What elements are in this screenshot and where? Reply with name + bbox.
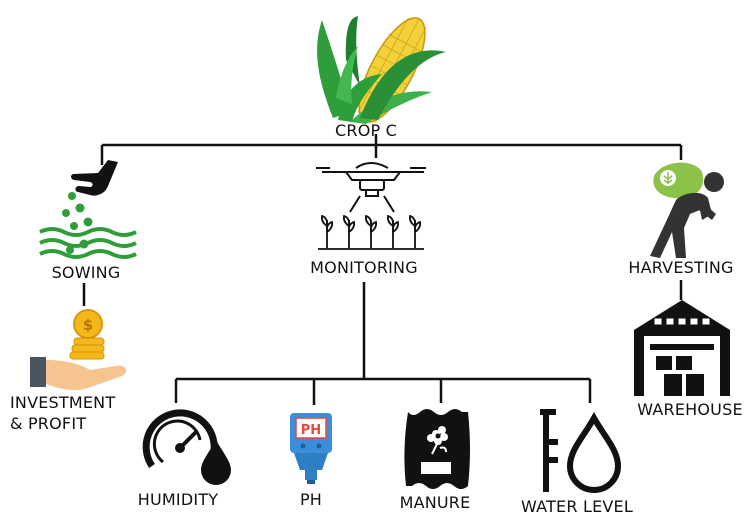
leaf-label-warehouse: WAREHOUSE [637,400,743,419]
corn-cob-icon [317,16,446,124]
connector-lines [82,134,683,405]
drone-over-crops-icon [316,162,426,250]
sowing-hand-seeds-icon [39,160,137,259]
stage-label-monitoring: MONITORING [310,258,418,277]
leaf-label-water-level: WATER LEVEL [521,497,633,516]
ph-meter-icon: PH [290,413,332,484]
warehouse-icon [634,300,730,396]
leaf-label-investment-profit: INVESTMENT & PROFIT [10,393,116,433]
coins-in-hand-icon: $ [30,309,127,391]
water-level-icon [540,409,622,493]
root-label-crop-c: CROP C [335,121,397,140]
stage-label-harvesting: HARVESTING [628,258,734,277]
farmer-carrying-sack-icon [650,162,724,258]
gauge-droplet-icon [142,409,231,485]
stage-label-sowing: SOWING [51,263,121,282]
manure-bag-icon [404,409,470,489]
svg-text:$: $ [83,316,93,334]
leaf-label-humidity: HUMIDITY [137,490,219,509]
leaf-label-manure: MANURE [399,493,471,512]
ph-meter-text: PH [301,423,321,438]
leaf-label-ph: PH [299,490,323,509]
